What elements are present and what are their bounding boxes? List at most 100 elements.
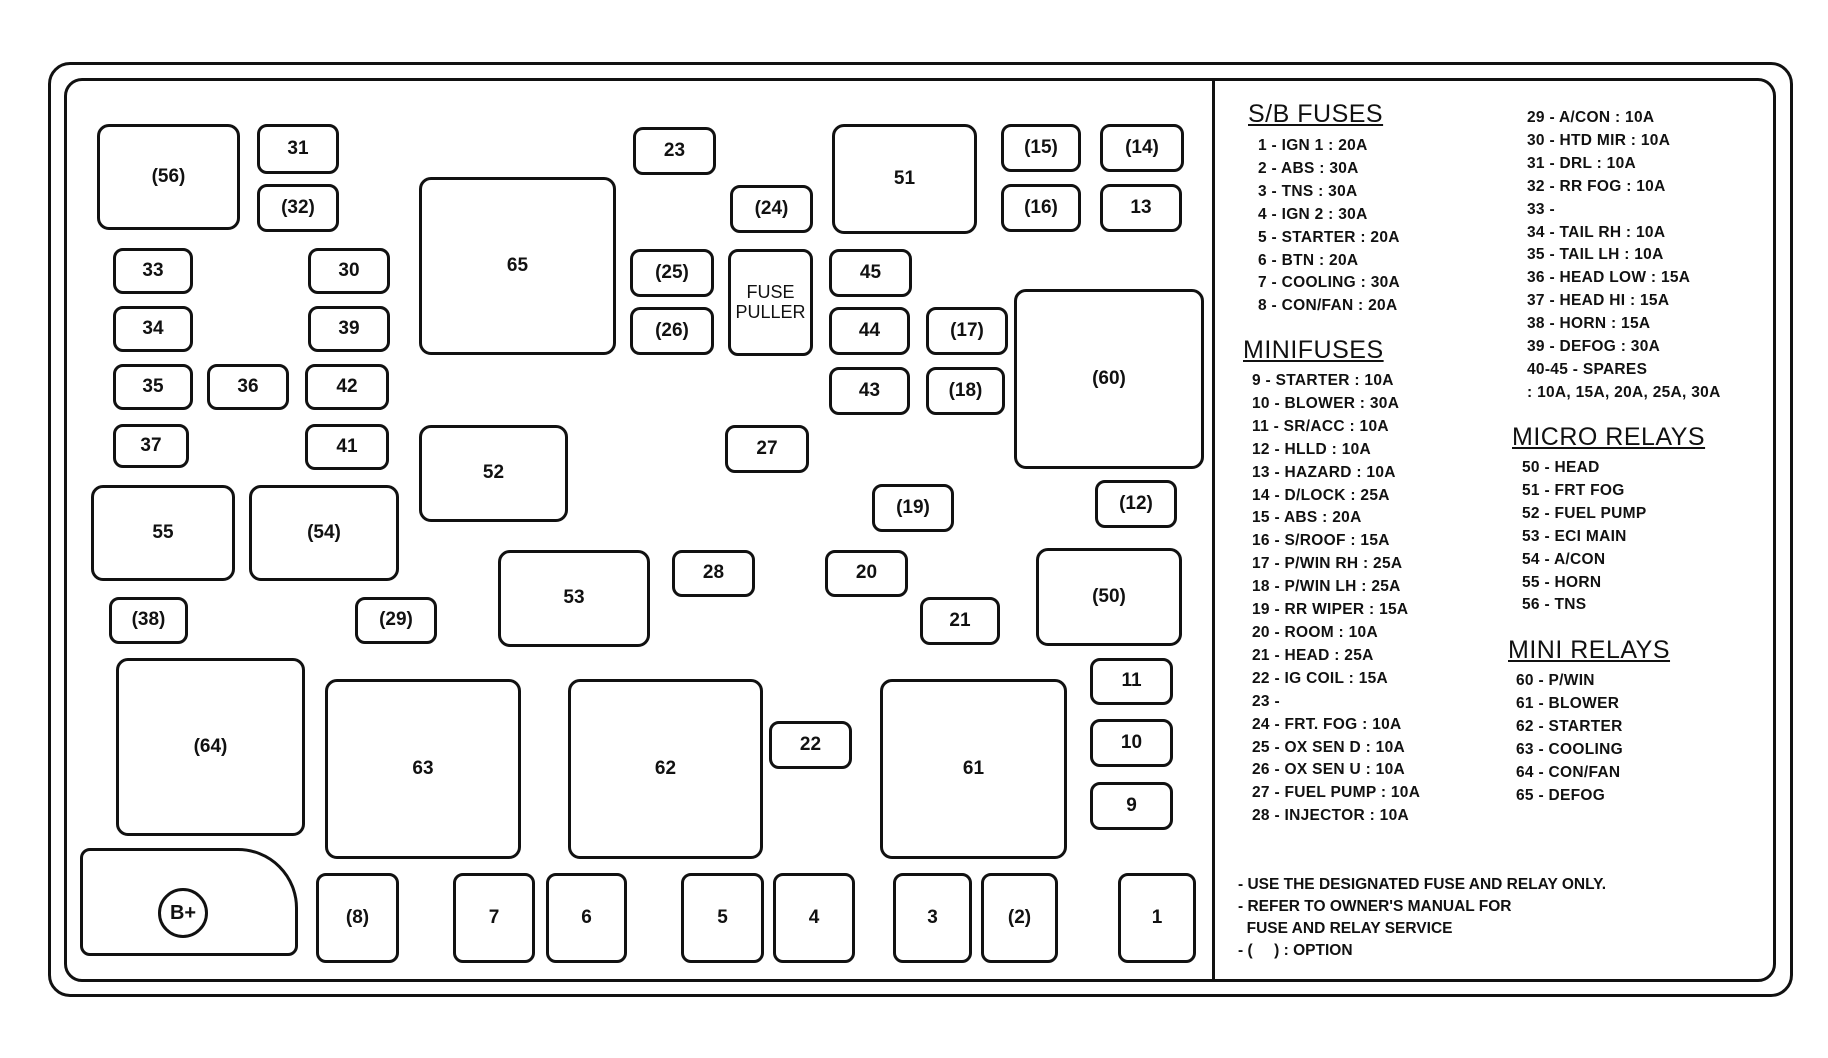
legend-item: 34 - TAIL RH : 10A <box>1527 223 1666 241</box>
slot-label: 55 <box>152 521 174 543</box>
legend-item: 8 - CON/FAN : 20A <box>1258 297 1398 315</box>
slot-b19: (19) <box>872 484 954 532</box>
slot-label: (26) <box>655 319 689 341</box>
slot-b52: 52 <box>419 425 568 522</box>
slot-b28: 28 <box>672 550 755 597</box>
slot-b35: 35 <box>113 364 193 410</box>
slot-label: (29) <box>379 609 413 631</box>
legend-item: 24 - FRT. FOG : 10A <box>1252 715 1402 733</box>
slot-label: 23 <box>663 139 686 161</box>
legend-item: 51 - FRT FOG <box>1522 481 1625 499</box>
usage-notes: - USE THE DESIGNATED FUSE AND RELAY ONLY… <box>1238 874 1606 962</box>
legend-item: 31 - DRL : 10A <box>1527 154 1636 172</box>
legend-item: 36 - HEAD LOW : 15A <box>1527 269 1691 287</box>
fuse-box-outer-frame <box>48 62 1793 997</box>
battery-positive-terminal: B+ <box>158 888 208 938</box>
slot-label: (32) <box>281 196 315 218</box>
slot-b14: (14) <box>1100 124 1184 172</box>
slot-label: 11 <box>1121 670 1142 692</box>
slot-b64: (64) <box>116 658 305 836</box>
slot-label: (25) <box>655 261 689 283</box>
slot-b1: 1 <box>1118 873 1196 963</box>
legend-item: 37 - HEAD HI : 15A <box>1527 292 1670 310</box>
slot-label: (54) <box>307 521 341 543</box>
slot-b37: 37 <box>113 424 189 468</box>
slot-label: 27 <box>756 437 778 459</box>
slot-b15: (15) <box>1001 124 1081 172</box>
slot-b5: 5 <box>681 873 764 963</box>
legend-item: 25 - OX SEN D : 10A <box>1252 738 1405 756</box>
slot-label: (56) <box>151 165 186 187</box>
slot-b8: (8) <box>316 873 399 963</box>
legend-item: 11 - SR/ACC : 10A <box>1252 417 1389 435</box>
slot-b38: (38) <box>109 597 188 644</box>
slot-b51: 51 <box>832 124 977 234</box>
legend-item: 55 - HORN <box>1522 573 1602 591</box>
slot-b32: (32) <box>257 184 339 232</box>
legend-item: 62 - STARTER <box>1516 717 1623 735</box>
legend-item: 6 - BTN : 20A <box>1258 251 1359 269</box>
slot-b56: (56) <box>97 124 240 230</box>
slot-label: 42 <box>336 375 358 397</box>
slot-b26: (26) <box>630 307 714 355</box>
legend-item: 15 - ABS : 20A <box>1252 509 1362 527</box>
slot-label: 62 <box>654 757 677 779</box>
legend-item: 16 - S/ROOF : 15A <box>1252 532 1390 550</box>
legend-item: 65 - DEFOG <box>1516 786 1606 804</box>
note-line: - USE THE DESIGNATED FUSE AND RELAY ONLY… <box>1238 876 1607 893</box>
slot-label: (64) <box>193 735 228 757</box>
slot-label: (24) <box>754 197 789 219</box>
slot-b34: 34 <box>113 306 193 352</box>
slot-b24: (24) <box>730 185 813 233</box>
note-line: - ( ) : OPTION <box>1238 942 1353 959</box>
legend-item: 40-45 - SPARES <box>1527 360 1648 378</box>
mini-relays-heading: MINI RELAYS <box>1508 636 1671 664</box>
slot-label: 51 <box>893 167 916 189</box>
slot-b25: (25) <box>630 249 714 297</box>
slot-b27: 27 <box>725 425 809 473</box>
legend-item: 4 - IGN 2 : 30A <box>1258 205 1368 223</box>
slot-label: 4 <box>808 906 820 928</box>
slot-b9: 9 <box>1090 782 1173 830</box>
legend-item: 10 - BLOWER : 30A <box>1252 394 1400 412</box>
legend-item: 29 - A/CON : 10A <box>1527 109 1655 126</box>
legend-item: 39 - DEFOG : 30A <box>1527 338 1661 356</box>
legend-item: 12 - HLLD : 10A <box>1252 440 1372 458</box>
slot-b6: 6 <box>546 873 627 963</box>
legend-item: 56 - TNS <box>1522 596 1587 614</box>
slot-b55: 55 <box>91 485 235 581</box>
legend-item: 38 - HORN : 15A <box>1527 315 1651 333</box>
legend-item: 53 - ECI MAIN <box>1522 527 1627 545</box>
slot-b18: (18) <box>926 367 1005 415</box>
slot-b41: 41 <box>305 424 389 470</box>
slot-label: (16) <box>1024 196 1058 218</box>
slot-label: 34 <box>142 317 164 339</box>
battery-terminal-block <box>80 848 298 956</box>
slot-b30: 30 <box>308 248 390 294</box>
slot-b43: 43 <box>829 367 910 415</box>
legend-item: : 10A, 15A, 20A, 25A, 30A <box>1527 383 1721 401</box>
minifuses-heading: MINIFUSES <box>1243 336 1384 364</box>
legend-item: 14 - D/LOCK : 25A <box>1252 486 1390 504</box>
slot-label: 6 <box>581 906 592 928</box>
slot-b42: 42 <box>305 364 389 410</box>
legend-item: 30 - HTD MIR : 10A <box>1527 131 1671 149</box>
slot-b11: 11 <box>1090 658 1173 705</box>
slot-label: 39 <box>338 317 360 339</box>
slot-label: 28 <box>702 562 725 584</box>
legend-item: 3 - TNS : 30A <box>1258 182 1358 200</box>
slot-b22: 22 <box>769 721 852 769</box>
slot-b63: 63 <box>325 679 521 859</box>
fuses-29-45-list: 29 - A/CON : 10A 30 - HTD MIR : 10A 31 - D… <box>1527 107 1721 405</box>
legend-item: 61 - BLOWER <box>1516 694 1620 712</box>
legend-item: 52 - FUEL PUMP <box>1522 504 1647 522</box>
slot-b61: 61 <box>880 679 1067 859</box>
slot-b62: 62 <box>568 679 763 859</box>
slot-b16: (16) <box>1001 184 1081 232</box>
slot-label: 1 <box>1151 906 1163 928</box>
slot-label: 61 <box>962 757 985 779</box>
slot-label: (18) <box>948 379 983 401</box>
legend-item: 64 - CON/FAN <box>1516 763 1621 781</box>
